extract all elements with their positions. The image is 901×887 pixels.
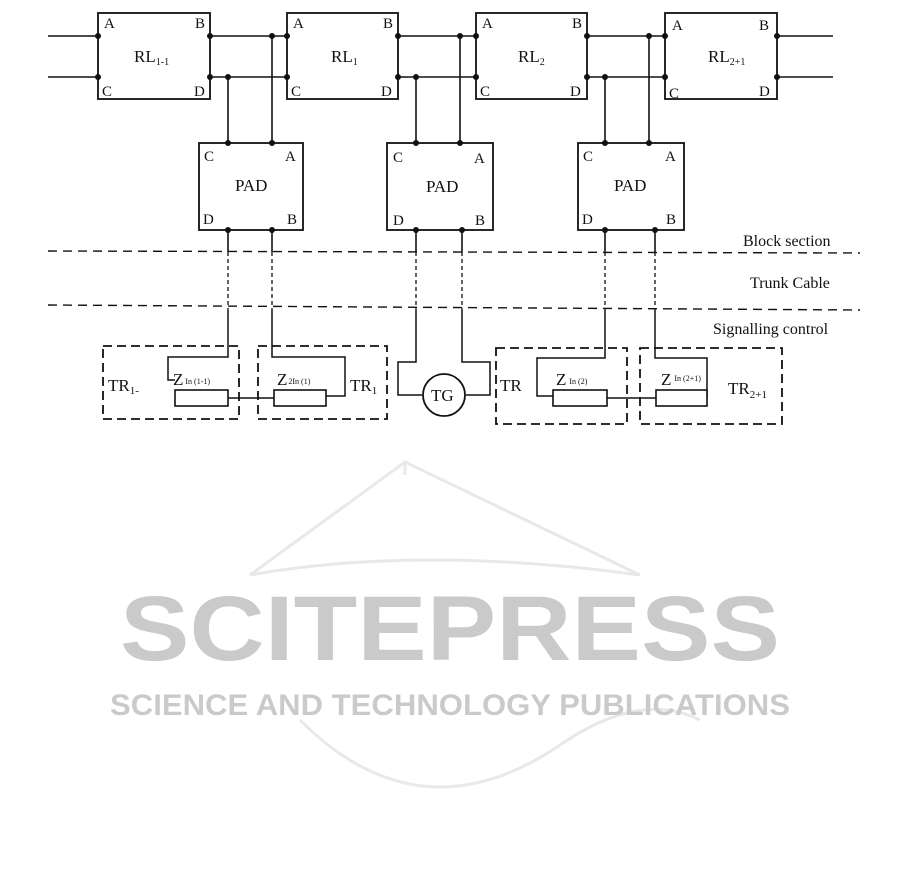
relay-pin-b: B (572, 16, 582, 32)
pad-pin-a: A (665, 149, 676, 165)
pad-pin-d: D (393, 213, 404, 229)
relay-pin-c: C (291, 84, 301, 100)
pad-pin-d: D (203, 212, 214, 228)
pad-box-3: C A D B PAD (578, 143, 684, 230)
signalling-control-label: Signalling control (713, 321, 829, 338)
relay-pin-a: A (104, 16, 115, 32)
trunk-cable-conductors (228, 252, 655, 310)
zone-boundaries (48, 251, 860, 310)
tr-2-1-label: TR2+1 (728, 379, 767, 401)
pad-box-1: C A D B PAD (199, 143, 303, 230)
relay-pin-d: D (570, 84, 581, 100)
pad-label: PAD (235, 176, 267, 195)
watermark-subtitle: SCIENCE AND TECHNOLOGY PUBLICATIONS (110, 689, 790, 722)
block-section-label: Block section (743, 233, 831, 250)
relay-pin-c: C (102, 84, 112, 100)
block-section-boundary (48, 251, 860, 253)
pad-box-2: C A D B PAD (387, 143, 493, 230)
relay-rl-1: A B C D RL1 (287, 13, 398, 100)
pad-pin-a: A (474, 151, 485, 167)
relay-rl-2-1: A B C D RL2+1 (665, 13, 777, 102)
relay-rl-1-1: A B C D RL1-1 (98, 13, 210, 100)
tg-label: TG (431, 386, 454, 405)
pad-pin-c: C (393, 150, 403, 166)
signalling-boundary (48, 305, 860, 310)
relay-pin-c: C (669, 86, 679, 102)
relay-pin-b: B (195, 16, 205, 32)
pad-pin-c: C (583, 149, 593, 165)
tr-2-label: TR (500, 376, 522, 395)
tr-1-1-label: TR1- (108, 376, 139, 397)
relay-pin-d: D (381, 84, 392, 100)
pad-pin-c: C (204, 149, 214, 165)
pad-label: PAD (426, 177, 458, 196)
watermark: SCITEPRESS SCIENCE AND TECHNOLOGY PUBLIC… (110, 462, 790, 787)
relay-rl-2: A B C D RL2 (476, 13, 587, 100)
pad-pin-b: B (287, 212, 297, 228)
relay-pin-a: A (672, 18, 683, 34)
z-in-1-label: Z2In (1) (277, 370, 311, 389)
pad-pin-a: A (285, 149, 296, 165)
pad-pin-b: B (666, 212, 676, 228)
relay-pin-a: A (482, 16, 493, 32)
relay-pin-a: A (293, 16, 304, 32)
relay-pin-c: C (480, 84, 490, 100)
tr-1-label: TR1 (350, 376, 377, 397)
pad-pin-b: B (475, 213, 485, 229)
watermark-book-shape (250, 462, 640, 575)
relay-pin-b: B (383, 16, 393, 32)
pad-pin-d: D (582, 212, 593, 228)
trunk-cable-label: Trunk Cable (750, 275, 830, 292)
relay-pin-b: B (759, 18, 769, 34)
relay-pin-d: D (194, 84, 205, 100)
watermark-title: SCITEPRESS (120, 578, 780, 680)
relay-pin-d: D (759, 84, 770, 100)
tg-generator: TG (423, 374, 465, 416)
pad-label: PAD (614, 176, 646, 195)
